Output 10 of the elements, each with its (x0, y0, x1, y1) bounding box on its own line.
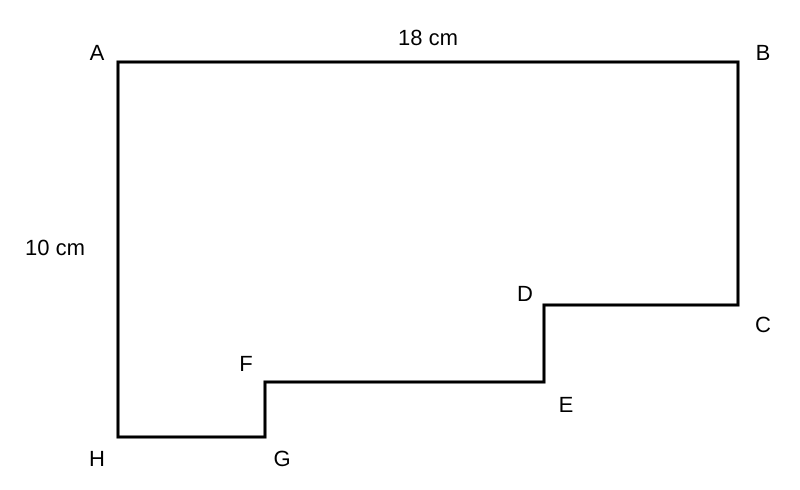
vertex-label: C (755, 314, 771, 336)
vertex-label: F (239, 353, 253, 375)
dimension-label: 10 cm (25, 237, 85, 259)
vertex-label: B (756, 42, 770, 64)
vertex-label: H (89, 448, 105, 470)
vertex-label: A (90, 42, 104, 64)
vertex-label: D (517, 283, 533, 305)
dimension-label: 18 cm (398, 27, 458, 49)
vertex-label: G (273, 448, 291, 470)
vertex-label: E (558, 394, 574, 416)
